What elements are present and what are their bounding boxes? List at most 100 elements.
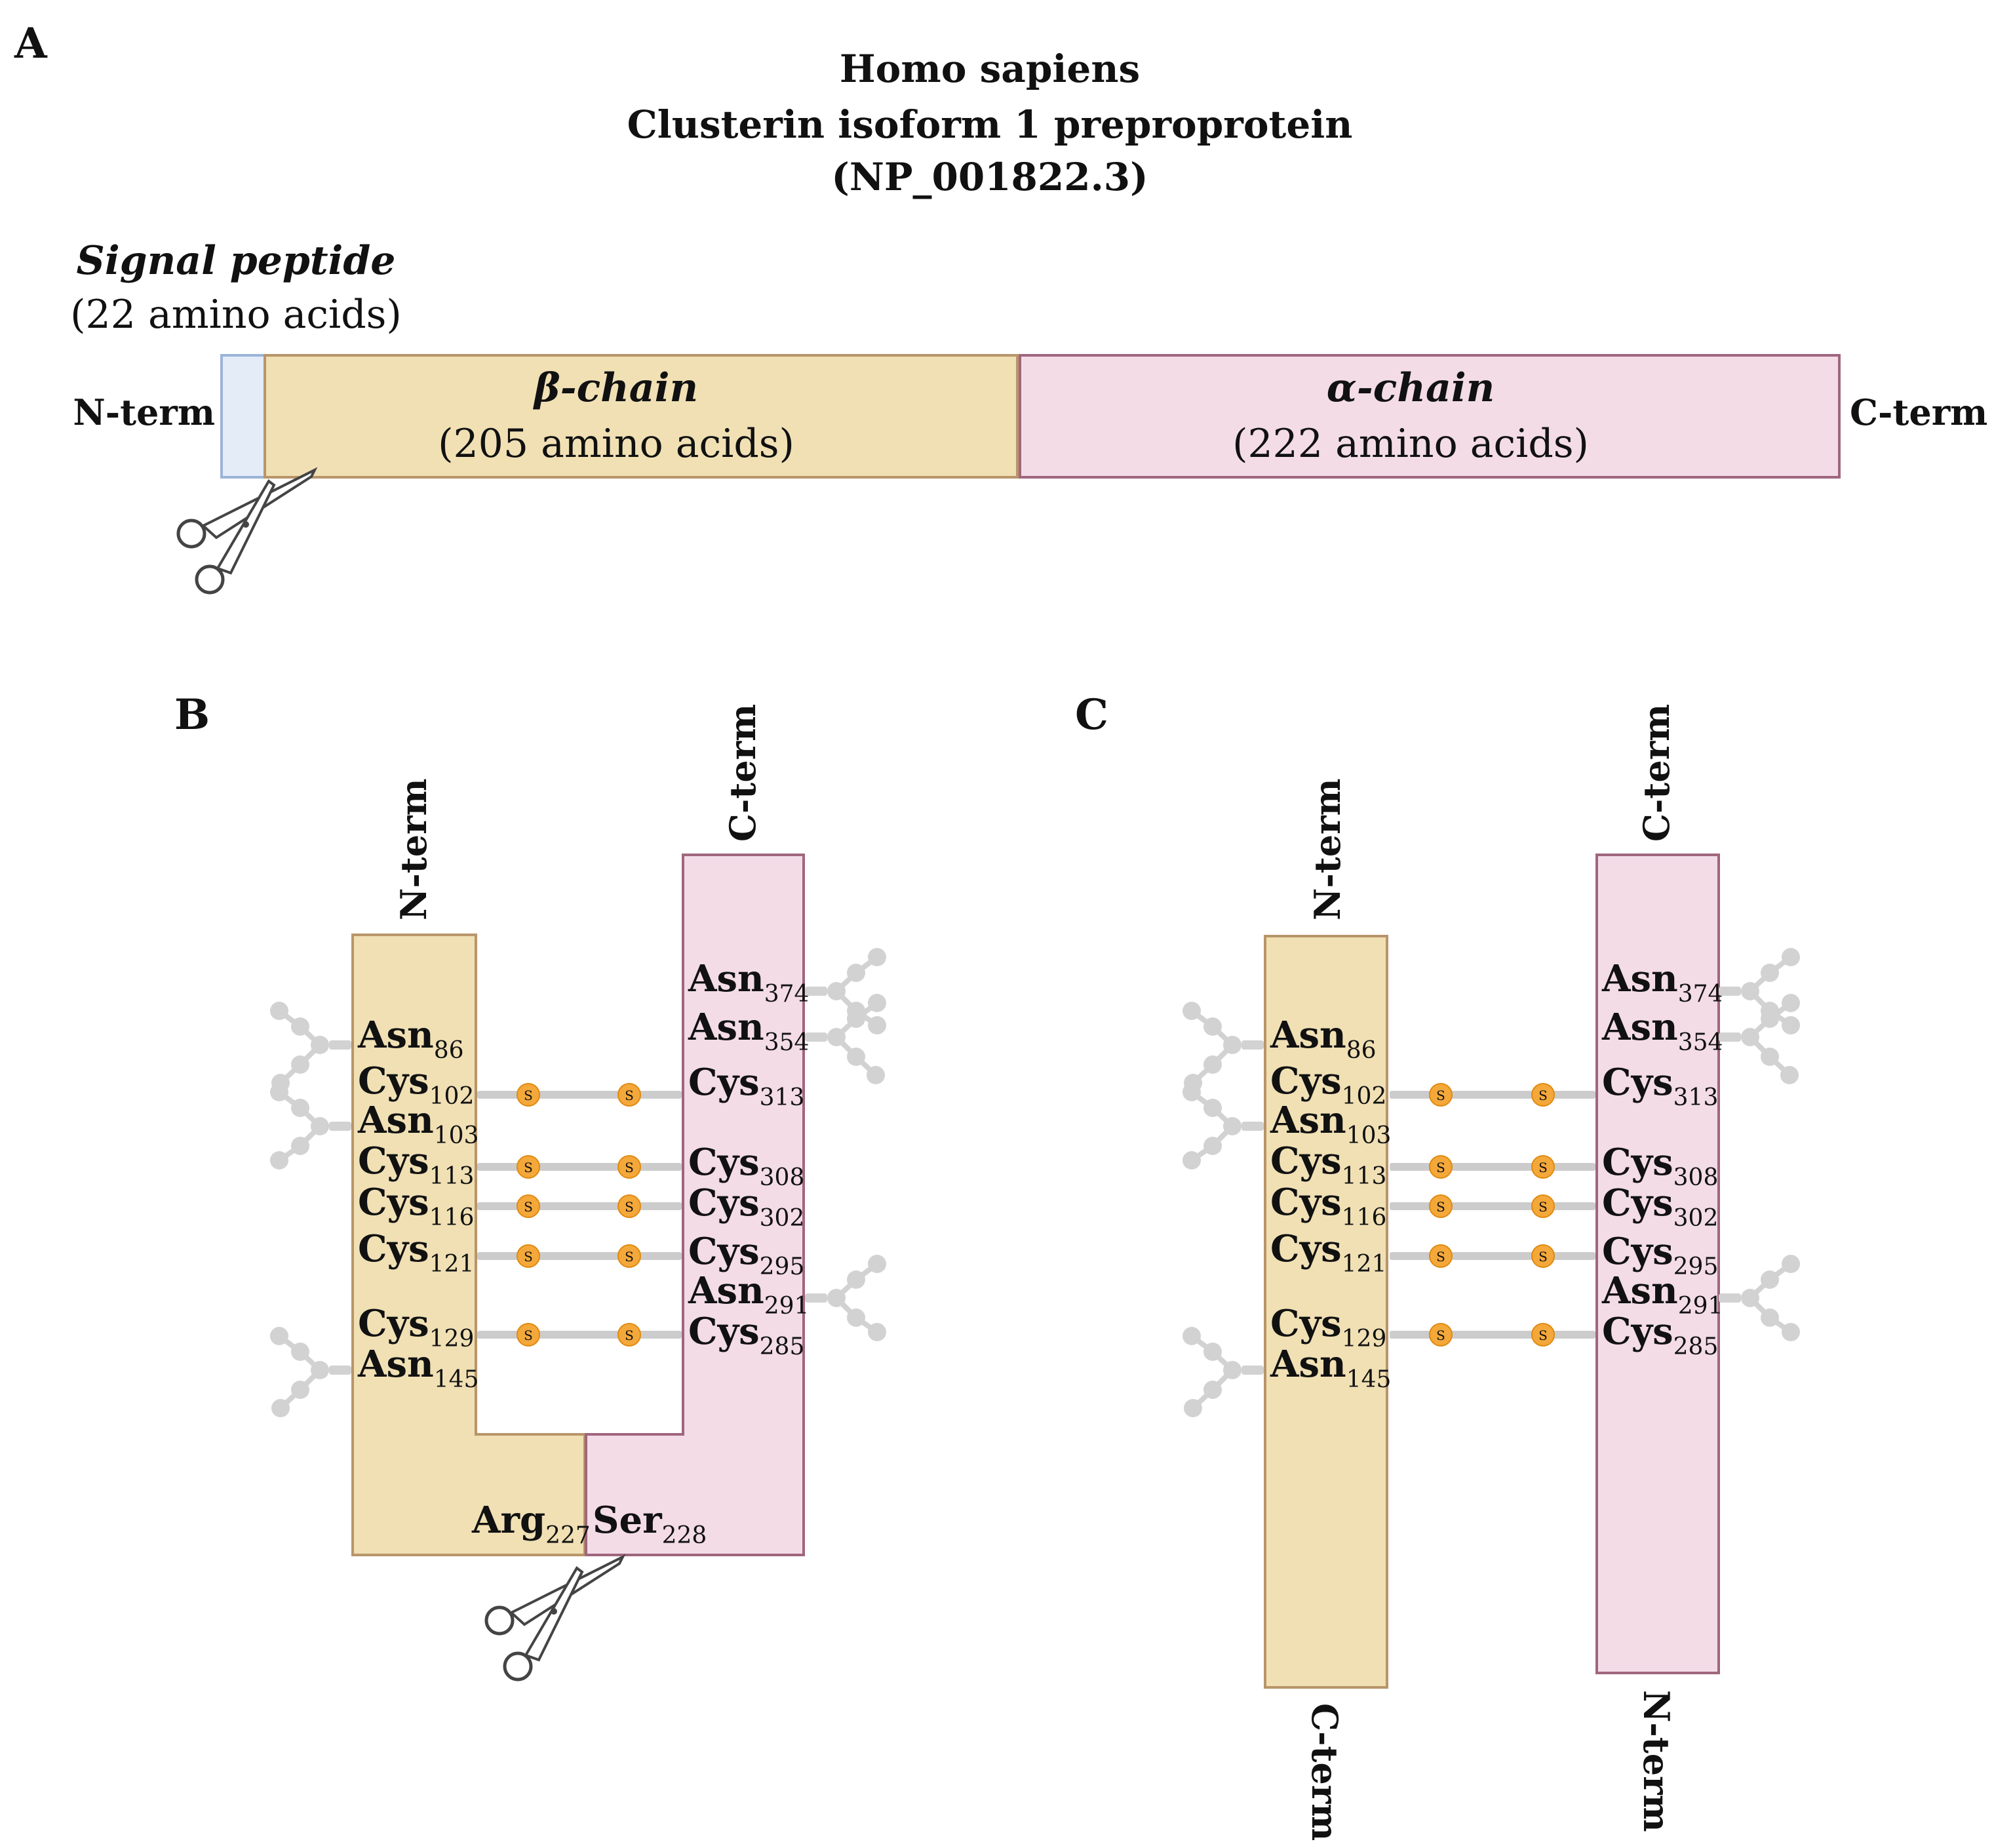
sulfur-icon [517, 1323, 540, 1347]
b-c-term-group: C-term [722, 704, 764, 842]
b-cys129-name: Cys [358, 1302, 429, 1345]
b-cys102: Cys102 [358, 1059, 474, 1110]
b-asn103-num: 103 [434, 1122, 479, 1149]
b-asn145-name: Asn [357, 1343, 434, 1386]
beta-chain-label: β-chain [533, 365, 698, 411]
sulfur-icon [517, 1155, 540, 1179]
sulfur-label: S [1436, 1160, 1445, 1175]
b-cys308-name: Cys [688, 1141, 760, 1184]
alpha-chain-block [1019, 354, 1841, 479]
c-n-term-top-group: N-term [1306, 778, 1348, 920]
b-asn374-num: 374 [764, 981, 810, 1008]
b-asn354: Asn354 [688, 1006, 809, 1056]
c-c-term-top-group: C-term [1635, 704, 1677, 842]
b-asn291: Asn291 [688, 1269, 809, 1320]
c-cys295-name: Cys [1602, 1230, 1673, 1273]
title-protein: Clusterin isoform 1 preproprotein [627, 102, 1353, 147]
alpha-chain-length: (222 amino acids) [1232, 421, 1589, 467]
c-cys129-name: Cys [1270, 1302, 1342, 1345]
b-asn291-num: 291 [764, 1293, 810, 1320]
sulfur-label: S [625, 1199, 634, 1215]
sulfur-label: S [625, 1160, 634, 1175]
signal-peptide-length: (22 amino acids) [70, 292, 402, 338]
c-residues: Asn86Cys102Asn103Cys113Cys116Cys121Cys12… [1270, 957, 1723, 1393]
sulfur-icon [1429, 1323, 1453, 1347]
c-c-term-bottom-group: C-term [1304, 1703, 1346, 1841]
c-n-term-bottom: N-term [1635, 1690, 1677, 1832]
b-cys302-num: 302 [760, 1205, 805, 1232]
b-asn86-num: 86 [434, 1037, 464, 1064]
b-cys302: Cys302 [688, 1181, 804, 1232]
c-beta-chain [1264, 935, 1388, 1689]
b-asn145-num: 145 [434, 1366, 479, 1393]
c-cys308-num: 308 [1673, 1164, 1719, 1191]
b-glycan-icon [270, 1083, 351, 1170]
c-cys116-name: Cys [1270, 1181, 1342, 1224]
c-cys285-num: 285 [1673, 1333, 1719, 1360]
c-asn354-num: 354 [1678, 1029, 1723, 1056]
sulfur-icon [1429, 1194, 1453, 1218]
b-asn354-num: 354 [764, 1029, 810, 1056]
b-asn86: Asn86 [357, 1013, 464, 1064]
c-bond-line [1390, 1091, 1595, 1099]
signal-peptide-label: Signal peptide [77, 238, 396, 284]
b-arg227-name: Arg [471, 1499, 545, 1542]
b-glycan-icon [805, 948, 886, 1034]
sulfur-label: S [1538, 1249, 1548, 1265]
b-cys308: Cys308 [688, 1141, 804, 1191]
b-cys285: Cys285 [688, 1310, 804, 1360]
sulfur-icon [517, 1083, 540, 1107]
b-cys313: Cys313 [688, 1061, 804, 1111]
c-cys302: Cys302 [1602, 1181, 1718, 1232]
b-cys113-name: Cys [358, 1139, 429, 1183]
c-cys113-name: Cys [1270, 1139, 1342, 1183]
c-glycan-icon [1719, 994, 1800, 1084]
b-cys121-num: 121 [429, 1251, 475, 1278]
c-asn291-name: Asn [1601, 1269, 1678, 1312]
b-n-term-group: N-term [393, 778, 435, 920]
b-glycans [270, 948, 886, 1417]
b-n-term: N-term [393, 778, 435, 920]
c-asn374-name: Asn [1601, 957, 1678, 1000]
c-glycans [1183, 948, 1800, 1417]
c-cys116-num: 116 [1342, 1204, 1387, 1231]
sulfur-icon [1531, 1323, 1555, 1347]
b-cys285-num: 285 [760, 1333, 805, 1360]
b-bond-line [477, 1091, 682, 1099]
sulfur-label: S [1436, 1327, 1445, 1343]
c-cys121-num: 121 [1342, 1251, 1387, 1278]
c-cys308-name: Cys [1602, 1141, 1673, 1184]
c-cys313: Cys313 [1602, 1061, 1718, 1111]
c-asn374-num: 374 [1678, 981, 1723, 1008]
b-cys102-num: 102 [429, 1083, 475, 1110]
b-cys116-name: Cys [358, 1181, 429, 1224]
c-asn86-num: 86 [1346, 1037, 1377, 1064]
sulfur-icon [1429, 1155, 1453, 1179]
panel-c-letter: C [1075, 690, 1108, 739]
c-cys313-name: Cys [1602, 1061, 1673, 1104]
c-asn103-name: Asn [1270, 1099, 1346, 1142]
c-cys102-num: 102 [1342, 1083, 1387, 1110]
sulfur-label: S [1436, 1088, 1445, 1103]
sulfur-icon [1531, 1083, 1555, 1107]
b-asn86-name: Asn [357, 1013, 434, 1057]
b-alpha-chain [585, 854, 805, 1556]
c-cys113-num: 113 [1342, 1163, 1387, 1190]
c-asn291-num: 291 [1678, 1293, 1723, 1320]
b-bond-line [477, 1331, 682, 1339]
c-alpha-chain [1595, 854, 1720, 1674]
sulfur-icon [617, 1083, 641, 1107]
c-bond-line [1390, 1331, 1595, 1339]
sulfur-icon [517, 1244, 540, 1268]
b-asn374: Asn374 [688, 957, 809, 1008]
c-cys102: Cys102 [1270, 1059, 1386, 1110]
c-asn145-num: 145 [1346, 1366, 1392, 1393]
sulfur-label: S [1538, 1088, 1548, 1103]
